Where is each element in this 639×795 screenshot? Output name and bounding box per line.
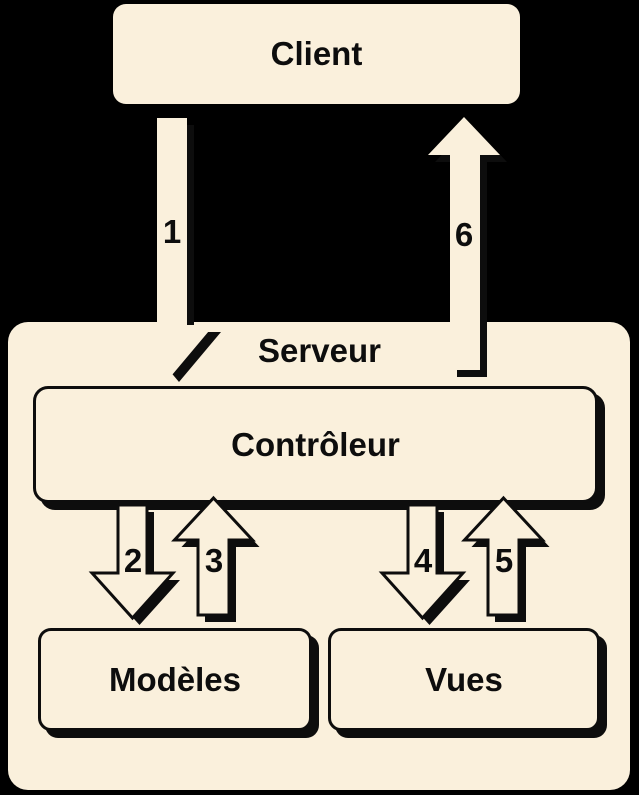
arrow-6-up-icon <box>428 117 507 377</box>
serveur-label: Serveur <box>258 332 381 369</box>
modeles-box: Modèles <box>38 628 312 731</box>
vues-label: Vues <box>425 660 503 698</box>
vues-box: Vues <box>328 628 600 731</box>
arrow-5-up-icon <box>461 495 550 622</box>
controleur-box: Contrôleur <box>33 386 598 503</box>
client-label: Client <box>270 35 363 72</box>
arrow-2-number: 2 <box>123 542 143 579</box>
arrow-4-number: 4 <box>413 542 433 579</box>
client-box: Client <box>113 4 520 104</box>
arrow-2-down-icon <box>88 503 180 625</box>
controleur-label: Contrôleur <box>231 425 400 463</box>
arrow-5-number: 5 <box>494 542 514 579</box>
arrow-4-down-icon <box>378 503 470 625</box>
arrow-1-number: 1 <box>162 213 182 250</box>
arrow-1-down-icon <box>130 118 221 382</box>
modeles-label: Modèles <box>108 660 242 698</box>
arrow-3-number: 3 <box>204 542 224 579</box>
arrow-6-number: 6 <box>454 216 474 253</box>
arrow-3-up-icon <box>171 495 260 622</box>
